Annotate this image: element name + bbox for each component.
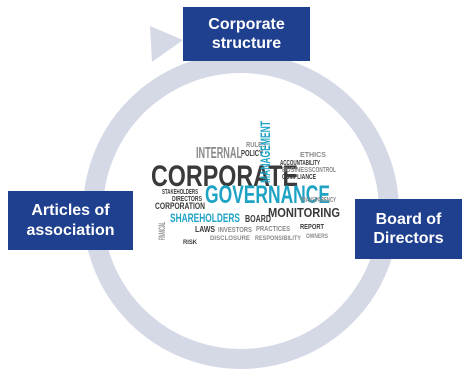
word-investors: INVESTORS <box>218 227 252 234</box>
word-cloud-image: CORPORATE INTERNAL POLICY RULES MANAGEME… <box>151 121 340 246</box>
word-board: BOARD <box>245 214 271 225</box>
word-rules: RULES <box>246 142 266 149</box>
word-report: REPORT <box>300 224 325 231</box>
word-stakeholders: STAKEHOLDERS <box>162 189 198 196</box>
word-management: MANAGEMENT <box>257 121 273 183</box>
word-monitoring: MONITORING <box>268 205 340 220</box>
word-ethics: ETHICS <box>300 152 326 159</box>
word-control: CONTROL <box>312 167 337 174</box>
word-owners: OWNERS <box>306 234 328 240</box>
node-board-of-directors: Board of Directors <box>355 199 462 259</box>
node-top-line2: structure <box>211 35 282 52</box>
word-governance: GOVERNANCE <box>205 181 330 209</box>
node-right-line2: Directors <box>373 230 444 247</box>
node-top-line1: Corporate <box>208 15 285 33</box>
word-responsibility: RESPONSIBILITY <box>255 236 301 242</box>
word-financial: FINANCIAL <box>157 222 167 240</box>
word-disclosure: DISCLOSURE <box>210 236 250 242</box>
word-business: BUSINESS <box>282 167 312 174</box>
word-transparency: TRANSPARENCY <box>300 197 336 204</box>
word-accountability: ACCOUNTABILITY <box>280 160 320 167</box>
word-directors: DIRECTORS <box>172 196 202 203</box>
word-shareholders: SHAREHOLDERS <box>170 211 240 225</box>
word-risk: RISK <box>183 240 198 246</box>
word-corporation: CORPORATION <box>155 201 205 211</box>
node-right-line1: Board of <box>375 210 442 228</box>
cycle-arrow-head <box>150 26 183 62</box>
word-internal: INTERNAL <box>196 145 242 162</box>
word-laws: LAWS <box>195 225 216 234</box>
node-left-line2: association <box>26 221 115 239</box>
word-corporate: CORPORATE <box>151 160 298 193</box>
word-compliance: COMPLIANCE <box>282 174 316 181</box>
word-policy: POLICY <box>241 149 263 158</box>
node-left-line1: Articles of <box>31 202 110 220</box>
cycle-ring-track <box>83 53 399 369</box>
word-practices: PRACTICES <box>256 226 290 233</box>
node-corporate-structure: Corporate structure <box>183 7 310 61</box>
node-articles-of-association: Articles of association <box>8 191 133 250</box>
